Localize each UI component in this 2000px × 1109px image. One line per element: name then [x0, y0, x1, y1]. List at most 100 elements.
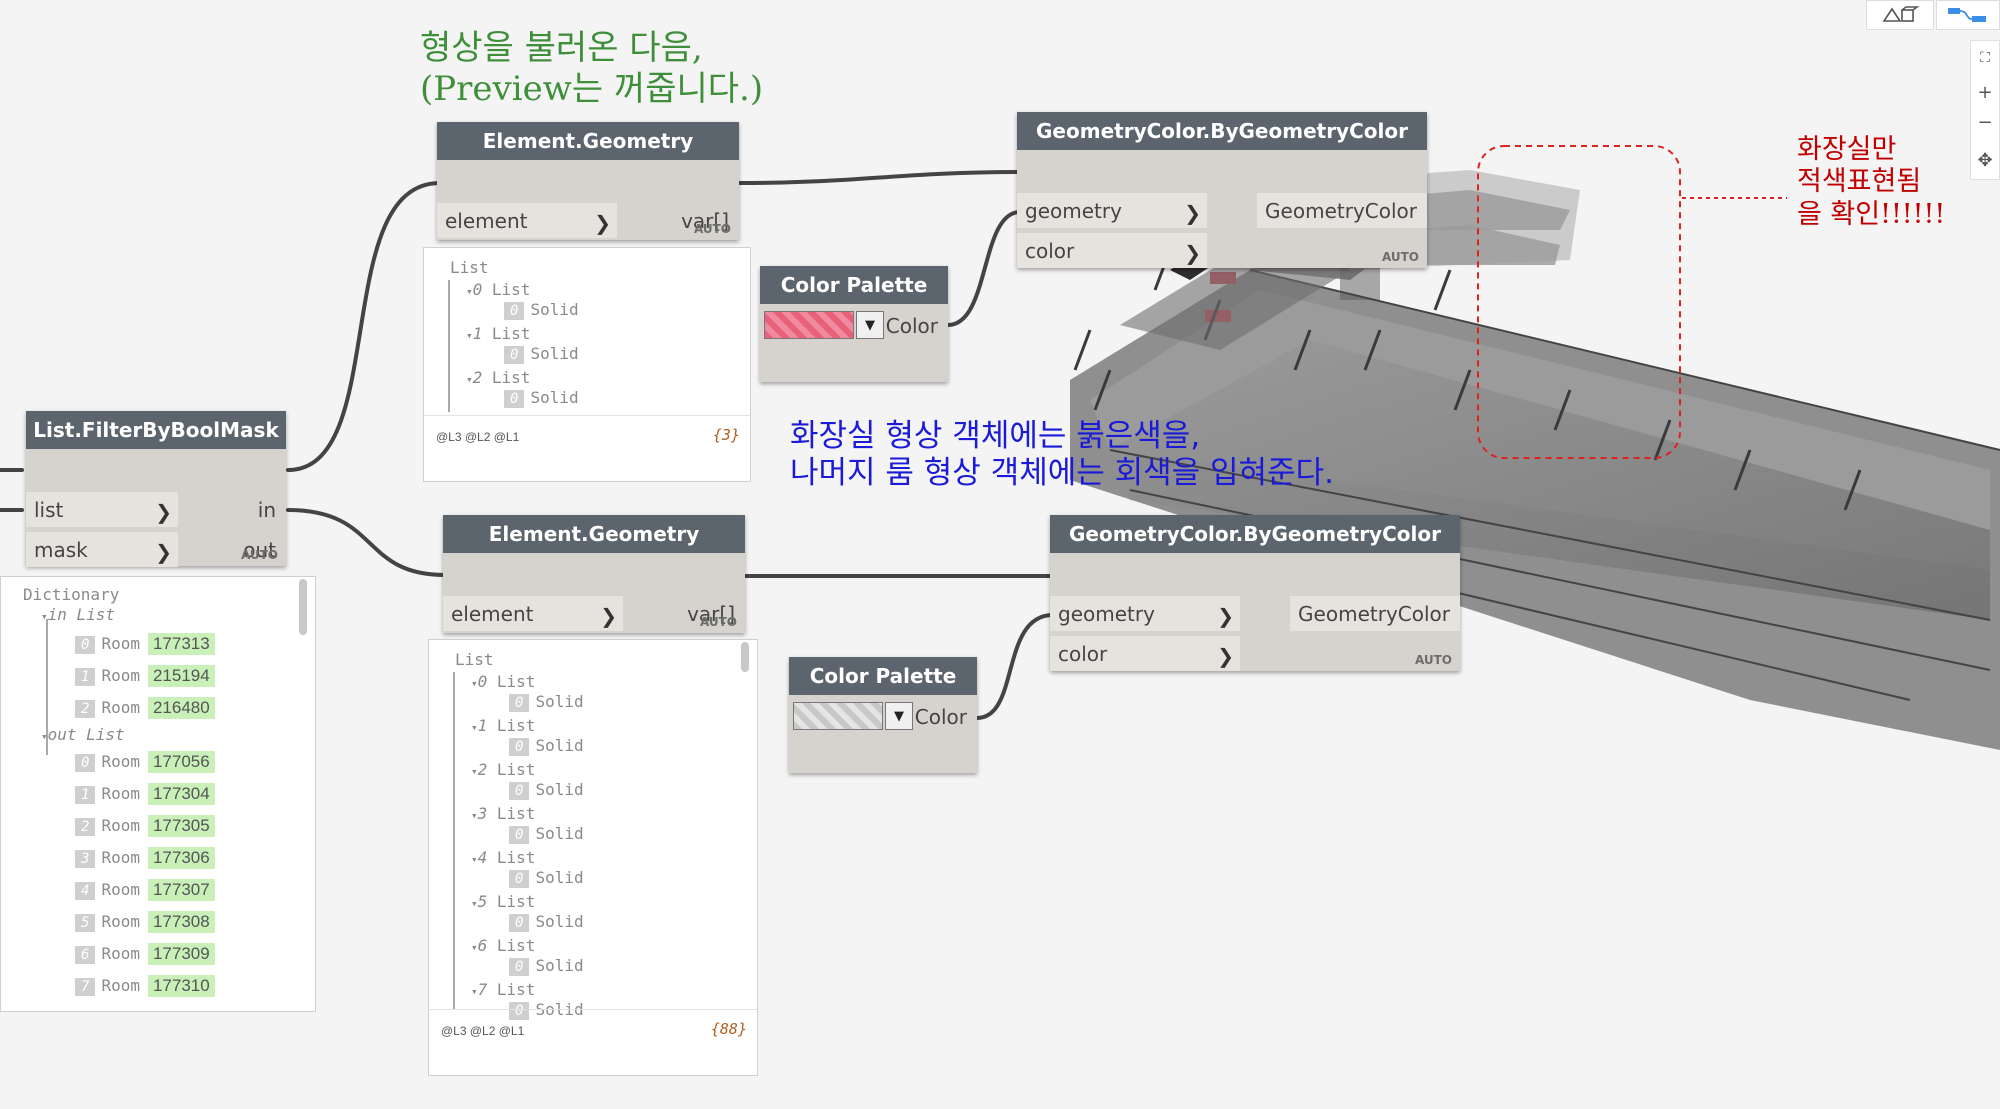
- node-title: GeometryColor.ByGeometryColor: [1017, 112, 1427, 150]
- preview-scrollbar[interactable]: [741, 642, 749, 672]
- tree-item[interactable]: ▾2 List: [471, 760, 536, 779]
- input-port-color[interactable]: color ❯: [1050, 636, 1240, 671]
- output-port-out[interactable]: out: [243, 537, 276, 562]
- element-geometry-node-top[interactable]: Element.Geometry element ❯ var[] AUTO: [437, 122, 739, 240]
- color-swatch[interactable]: [764, 311, 854, 339]
- annotation-middle: 화장실 형상 객체에는 붉은색을, 나머지 룸 형상 객체에는 회색을 입혀준다…: [790, 418, 1334, 492]
- chevron-right-icon: ❯: [1217, 644, 1234, 668]
- annotation-middle-line1: 화장실 형상 객체에는 붉은색을,: [790, 418, 1201, 454]
- toilet-highlight-box: [1477, 145, 1681, 459]
- input-port-geometry[interactable]: geometry ❯: [1050, 596, 1240, 631]
- input-port-element[interactable]: element ❯: [437, 203, 617, 238]
- list-count: {88}: [710, 1020, 747, 1038]
- color-palette-node-bottom[interactable]: Color Palette ▼ Color: [789, 657, 977, 773]
- graph-view-icon[interactable]: [1936, 0, 2000, 30]
- wire-in-to-geometry-top: [286, 181, 442, 472]
- wire-geometry-top-to-gc: [738, 170, 1022, 185]
- node-title: GeometryColor.ByGeometryColor: [1050, 515, 1460, 553]
- annotation-right: 화장실만 적색표현됨 을 확인!!!!!!: [1797, 134, 1945, 231]
- tree-item[interactable]: ▾0 List: [471, 672, 536, 691]
- tree-out-header[interactable]: ▾out List: [41, 725, 125, 744]
- port-label: geometry: [1058, 601, 1155, 626]
- port-label: element: [451, 601, 534, 626]
- chevron-down-icon[interactable]: ▼: [856, 311, 884, 339]
- node-title: Element.Geometry: [443, 515, 745, 553]
- list-count: {3}: [712, 426, 740, 444]
- wire-palette-bottom-to-gc: [975, 613, 1055, 720]
- color-swatch[interactable]: [793, 702, 883, 730]
- tree-item[interactable]: ▾1 List: [466, 324, 531, 343]
- annotation-top: 형상을 불러온 다음, (Preview는 꺼줍니다.): [420, 28, 763, 110]
- list-levels: @L3 @L2 @L1: [436, 430, 520, 444]
- port-label: mask: [34, 537, 88, 562]
- filter-by-bool-mask-node[interactable]: List.FilterByBoolMask list ❯ mask ❯ in o…: [26, 411, 286, 567]
- annotation-right-line3: 을 확인!!!!!!: [1797, 198, 1946, 230]
- tree-item[interactable]: ▾4 List: [471, 848, 536, 867]
- annotation-right-line1: 화장실만: [1797, 134, 1897, 165]
- pan-icon[interactable]: ✥: [1977, 149, 1993, 171]
- tree-item[interactable]: ▾3 List: [471, 804, 536, 823]
- chevron-right-icon: ❯: [155, 500, 172, 524]
- color-palette-node-top[interactable]: Color Palette ▼ Color: [760, 266, 948, 382]
- wire-palette-top-to-gc: [946, 210, 1022, 327]
- input-port-color[interactable]: color ❯: [1017, 233, 1207, 268]
- tree-in-header[interactable]: ▾in List: [41, 605, 116, 624]
- tree-item[interactable]: ▾5 List: [471, 892, 536, 911]
- input-port-mask[interactable]: mask ❯: [26, 532, 178, 567]
- output-port-color[interactable]: Color: [914, 704, 967, 729]
- tree-item[interactable]: ▾1 List: [471, 716, 536, 735]
- geometry-color-node-top[interactable]: GeometryColor.ByGeometryColor geometry ❯…: [1017, 112, 1427, 268]
- port-label: color: [1025, 238, 1075, 263]
- input-port-element[interactable]: element ❯: [443, 596, 623, 631]
- zoom-fit-icon[interactable]: ⛶: [1980, 50, 1990, 66]
- lacing-label: AUTO: [693, 222, 731, 236]
- output-port-var[interactable]: var[]: [681, 208, 729, 233]
- tree-item[interactable]: ▾6 List: [471, 936, 536, 955]
- port-label: list: [34, 497, 64, 522]
- tree-root-label: Dictionary: [23, 585, 120, 604]
- geometry-color-node-bottom[interactable]: GeometryColor.ByGeometryColor geometry ❯…: [1050, 515, 1460, 671]
- port-label: element: [445, 208, 528, 233]
- annotation-middle-line2: 나머지 룸 형상 객체에는 회색을 입혀준다.: [790, 455, 1334, 492]
- zoom-out-icon[interactable]: −: [1977, 111, 1993, 133]
- output-port-color[interactable]: Color: [885, 313, 938, 338]
- input-port-list[interactable]: list ❯: [26, 492, 178, 527]
- port-label: color: [1058, 641, 1108, 666]
- zoom-in-icon[interactable]: +: [1977, 81, 1993, 103]
- input-port-geometry[interactable]: geometry ❯: [1017, 193, 1207, 228]
- output-port-geometry-color[interactable]: GeometryColor: [1290, 596, 1460, 631]
- node-title: List.FilterByBoolMask: [26, 411, 286, 449]
- tree-item[interactable]: ▾0 List: [466, 280, 531, 299]
- chevron-down-icon[interactable]: ▼: [885, 702, 913, 730]
- 3d-view-icon[interactable]: [1866, 0, 1934, 30]
- zoom-toolbar: ⛶ + − ✥: [1970, 40, 2000, 180]
- output-port-geometry-color[interactable]: GeometryColor: [1257, 193, 1427, 228]
- element-geometry-node-bottom[interactable]: Element.Geometry element ❯ var[] AUTO: [443, 515, 745, 633]
- tree-root-label: List: [455, 650, 494, 669]
- output-port-var[interactable]: var[]: [687, 601, 735, 626]
- output-port-in[interactable]: in: [257, 497, 276, 522]
- tree-item[interactable]: ▾2 List: [466, 368, 531, 387]
- tree-item[interactable]: ▾7 List: [471, 980, 536, 999]
- preview-scrollbar[interactable]: [299, 579, 307, 635]
